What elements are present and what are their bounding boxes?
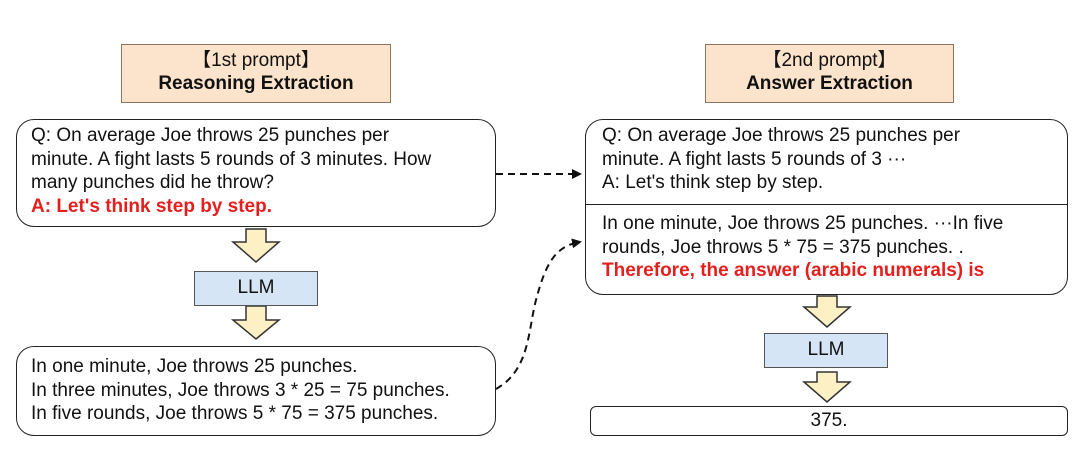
llm-box-left: LLM [194,271,318,306]
answer-prompt-bottom: In one minute, Joe throws 25 punches. ··… [586,205,1067,283]
answer-trigger: Therefore, the answer (arabic numerals) … [602,260,985,281]
down-arrow-icon [801,295,853,328]
prompt-line: Q: On average Joe throws 25 punches per [602,125,961,146]
second-prompt-tag: 【2nd prompt】 [762,50,897,71]
first-prompt-tag: 【1st prompt】 [192,50,320,71]
dashed-arrow-reasoning [495,238,582,390]
down-arrow-icon [801,371,853,403]
reasoning-line: In five rounds, Joe throws 5 * 75 = 375 … [31,403,439,424]
question-line: Q: On average Joe throws 25 punches per [31,125,390,146]
first-prompt-header: 【1st prompt】 Reasoning Extraction [121,44,391,103]
reasoning-trigger: A: Let's think step by step. [31,195,272,217]
first-prompt-title: Reasoning Extraction [158,73,354,94]
question-line: many punches did he throw? [31,172,274,193]
prompt-line: A: Let's think step by step. [602,172,824,193]
llm-box-right: LLM [764,333,888,368]
down-arrow-icon [230,228,282,263]
prompt-divider [586,204,1067,205]
prompt-line: In one minute, Joe throws 25 punches. ··… [602,213,1004,234]
down-arrow-icon [230,305,282,340]
prompt-line: rounds, Joe throws 5 * 75 = 375 punches.… [602,236,964,258]
second-prompt-header: 【2nd prompt】 Answer Extraction [705,44,954,103]
answer-prompt-box: Q: On average Joe throws 25 punches per … [585,119,1068,295]
question-box: Q: On average Joe throws 25 punches per … [16,119,496,227]
reasoning-output-box: In one minute, Joe throws 25 punches. In… [16,346,496,436]
final-answer-box: 375. [590,406,1068,436]
reasoning-line: In one minute, Joe throws 25 punches. [31,356,358,377]
prompt-line: minute. A fight lasts 5 rounds of 3 ··· [602,148,907,170]
answer-prompt-top: Q: On average Joe throws 25 punches per … [586,120,1067,204]
question-line: minute. A fight lasts 5 rounds of 3 minu… [31,148,432,170]
second-prompt-title: Answer Extraction [746,73,913,94]
reasoning-line: In three minutes, Joe throws 3 * 25 = 75… [31,379,450,401]
